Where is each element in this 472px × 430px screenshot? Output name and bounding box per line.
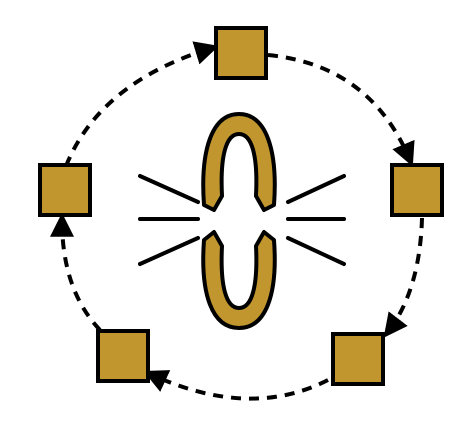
connector-right-to-bottom-right bbox=[383, 217, 424, 338]
node-top bbox=[214, 26, 268, 80]
connector-bottom-left-to-left bbox=[50, 212, 102, 332]
node-bottom-left bbox=[96, 329, 150, 383]
connector-left-to-top bbox=[64, 41, 219, 167]
node-bottom-right bbox=[331, 332, 385, 386]
radiating-lines bbox=[138, 174, 346, 266]
connector-top-to-right bbox=[267, 53, 415, 167]
node-right bbox=[390, 163, 444, 217]
connector-bottom-right-to-bottom-left bbox=[143, 370, 329, 401]
ring-top-half bbox=[201, 112, 277, 212]
broken-ring-icon bbox=[201, 112, 277, 330]
ring-bottom-half bbox=[201, 230, 277, 330]
node-left bbox=[38, 163, 92, 217]
cycle-connectors bbox=[50, 41, 424, 401]
ray-left-top bbox=[138, 174, 200, 204]
ray-left-bottom bbox=[138, 236, 200, 266]
ray-right-top bbox=[286, 174, 346, 204]
ray-right-bottom bbox=[286, 236, 346, 266]
nodes bbox=[38, 26, 444, 386]
